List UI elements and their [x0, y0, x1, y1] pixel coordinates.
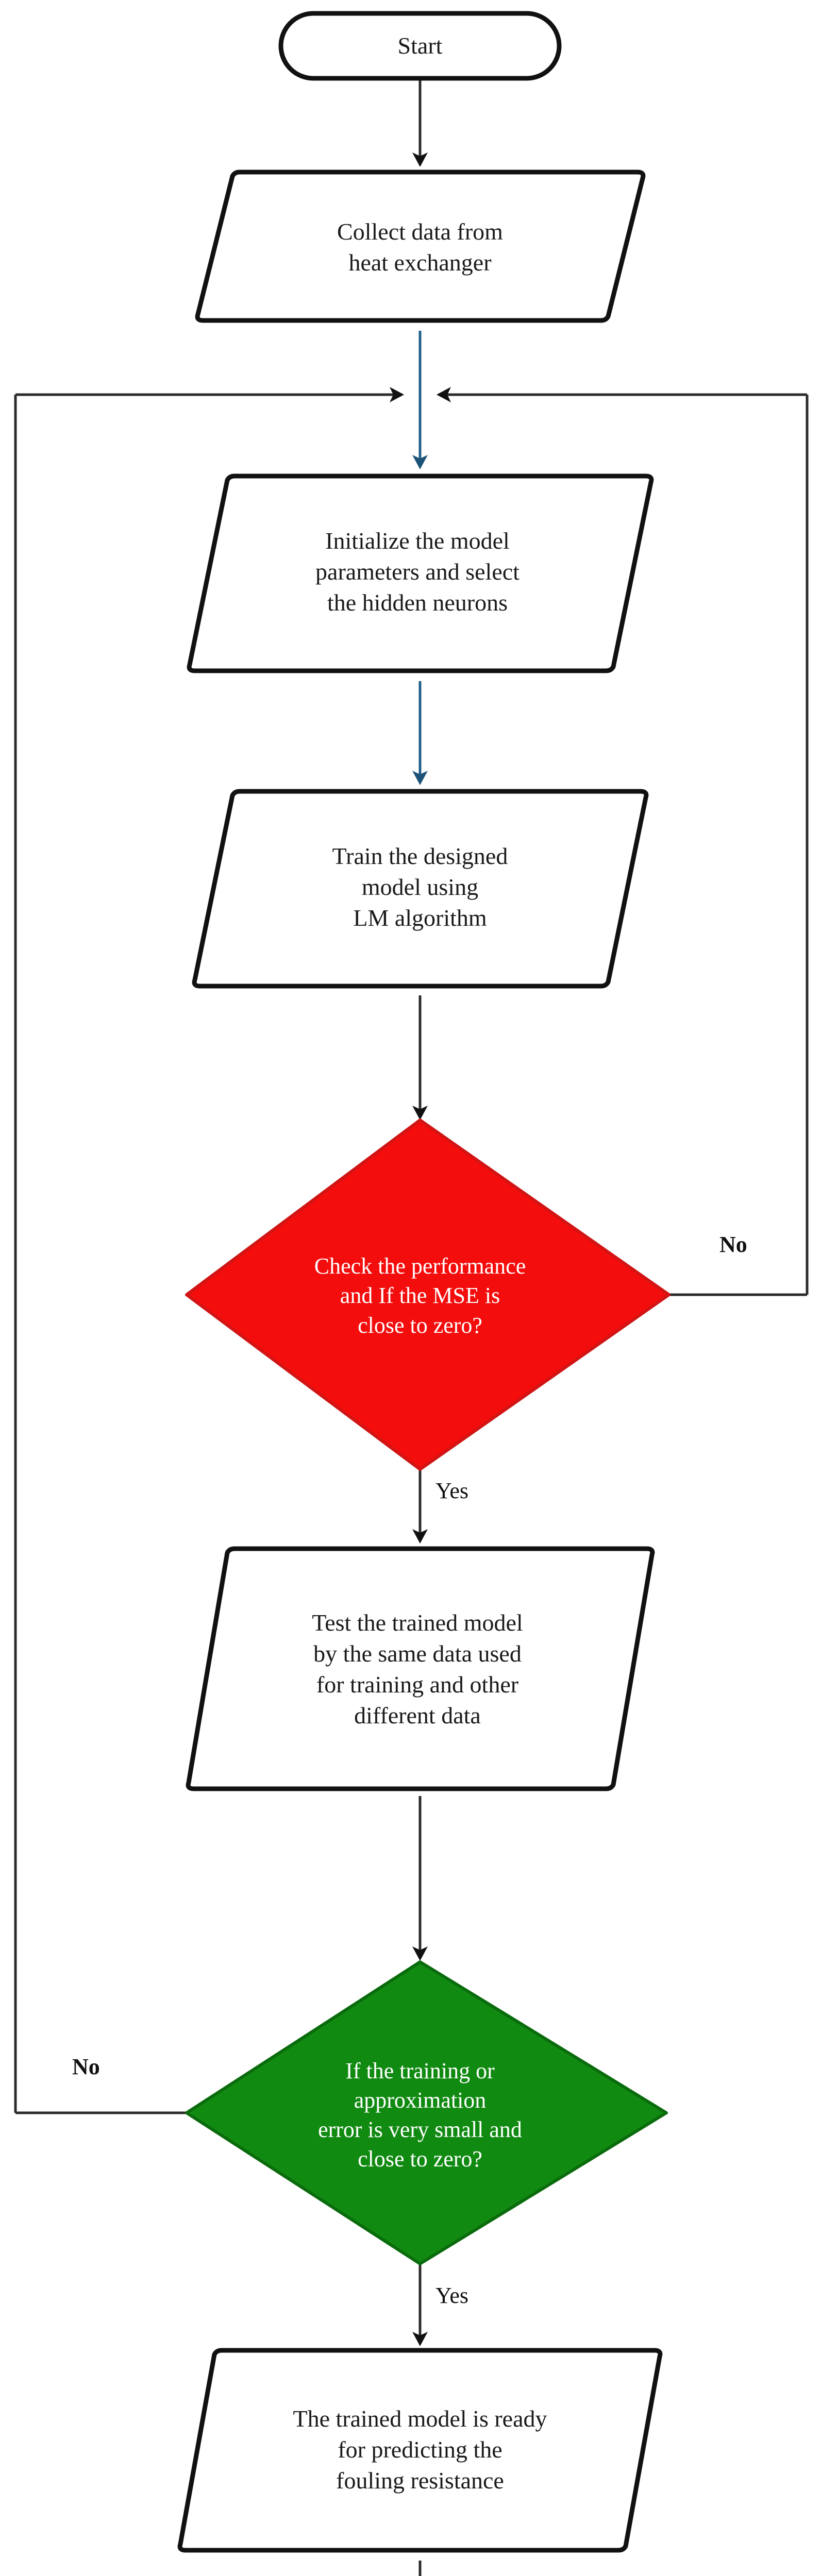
edge-label-error-yes: Yes	[435, 2283, 469, 2308]
node-model-ready-shape[interactable]	[177, 2348, 663, 2553]
edge-label-mse-no: No	[719, 1232, 747, 1257]
node-collect-data-shape[interactable]	[195, 170, 646, 323]
edge-label-mse-yes: Yes	[435, 1478, 469, 1503]
node-check-error-shape[interactable]	[185, 1960, 668, 2265]
node-start-shape[interactable]	[278, 11, 562, 81]
loop-return-path	[14, 387, 809, 2114]
node-check-mse-shape[interactable]	[185, 1118, 671, 1471]
node-initialize-model-shape[interactable]	[187, 473, 654, 673]
node-test-model-shape[interactable]	[186, 1546, 655, 1791]
node-train-model-shape[interactable]	[192, 789, 649, 989]
edge-label-error-no: No	[72, 2054, 100, 2079]
